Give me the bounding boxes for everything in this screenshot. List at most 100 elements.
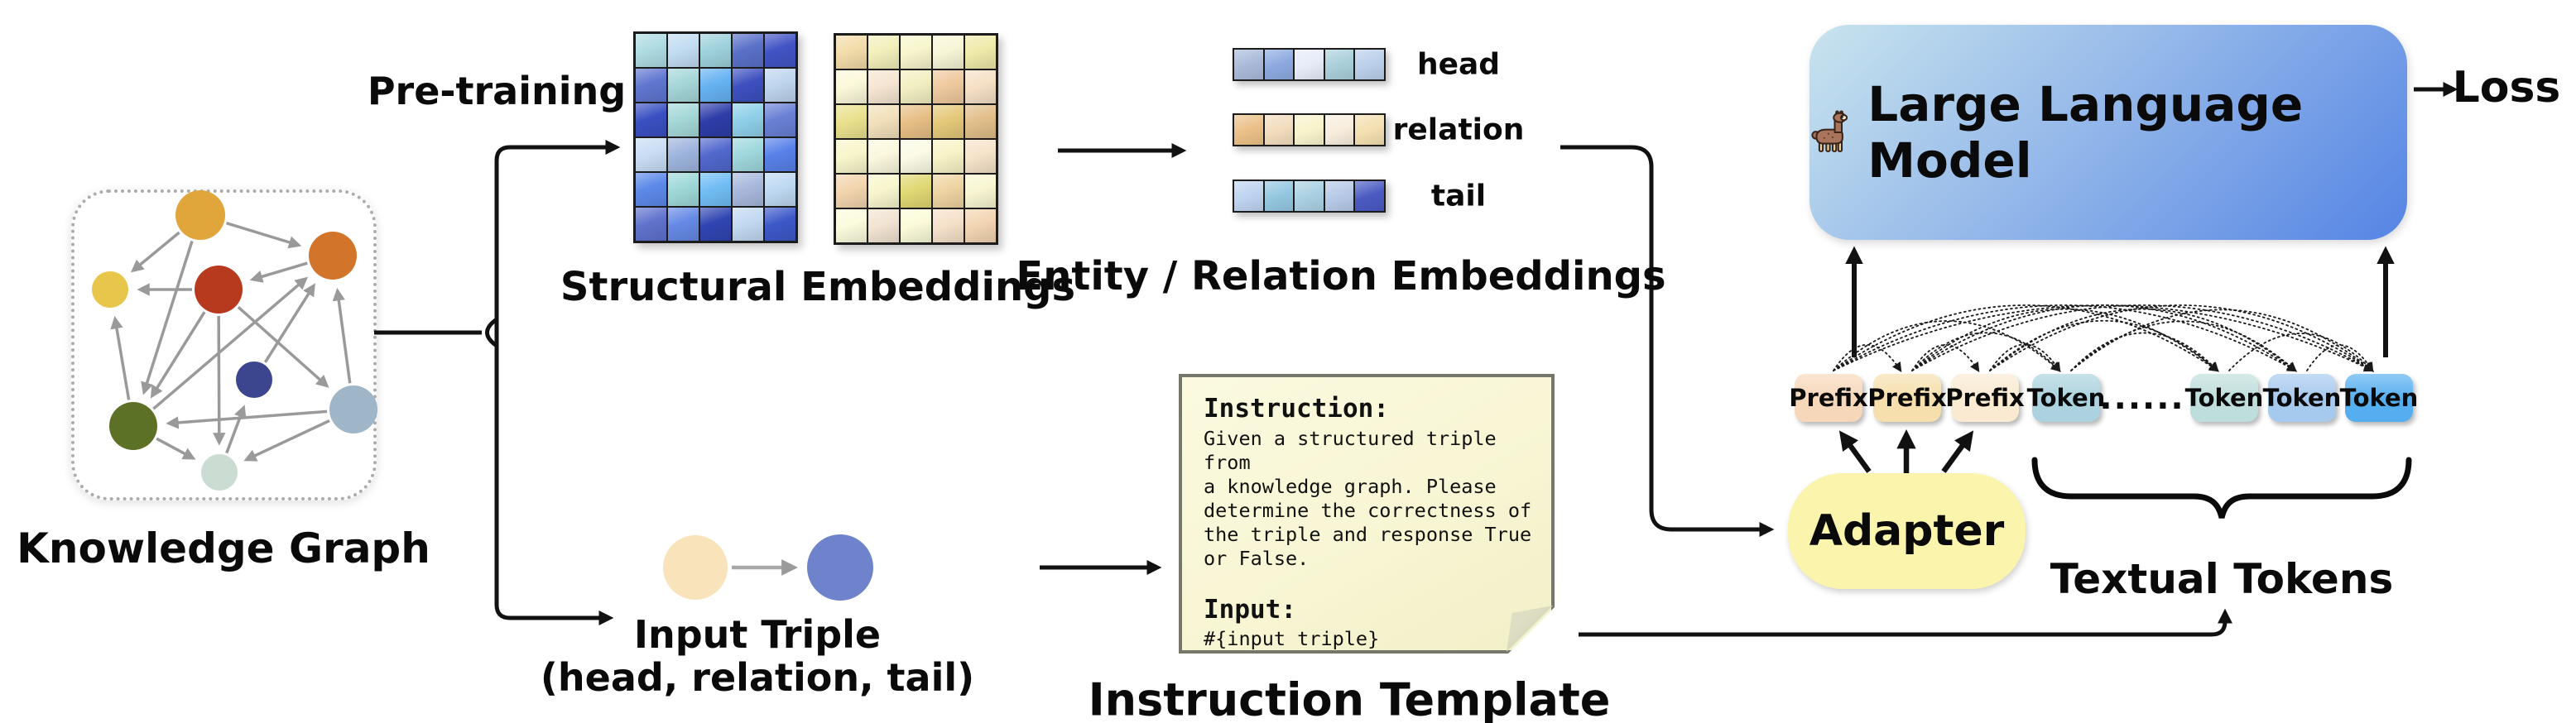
kg-edge [156,437,196,460]
matrix-cell [835,174,867,208]
kg-edge [110,315,131,400]
token-chip: Token [2185,374,2263,422]
attention-arc [1833,343,1902,372]
embedding-vector-tail [1233,180,1386,213]
matrix-cell [932,174,964,208]
matrix-cell [900,208,932,243]
kg-edge [263,283,315,363]
adapter-to-prefix-arrows [1838,429,1974,473]
vector-cell [1233,180,1265,213]
knowledge-graph-label: Knowledge Graph [17,524,430,572]
kg-edge [166,409,328,429]
attention-arc [1833,320,2061,372]
embedding-vector-head [1233,48,1386,81]
matrix-cell [932,104,964,139]
attention-arc [2070,332,2219,372]
matrix-cell [635,103,667,137]
matrix-cell [932,139,964,174]
note-section2-body: #{input triple} [1204,627,1380,651]
matrix-cell [835,139,867,174]
matrix-cell [764,33,796,68]
vector-cell [1233,113,1265,146]
matrix-cell [932,69,964,104]
triple-head-node [663,535,728,600]
matrix-cell [867,104,900,139]
kg-node-navy [236,362,272,398]
vector-cell [1262,113,1295,146]
kg-node-orange [309,232,357,280]
vector-cell [1323,48,1356,81]
note-section1-body: Given a structured triple from a knowled… [1204,426,1532,571]
kg-node-green [109,402,157,450]
matrix-cell [732,172,764,207]
attention-arc [1833,304,2219,372]
instruction-note-text: Instruction: Given a structured triple f… [1204,392,1535,652]
matrix-cell [667,103,699,137]
textual-tokens-brace [2031,457,2412,519]
attention-arc [1989,308,2297,372]
matrix-cell [764,137,796,172]
prefix-chip: Prefix [1789,374,1868,422]
arrow-note-to-tokens [1579,608,2232,637]
attention-arc [1911,344,1980,372]
attention-arc [1989,304,2374,372]
matrix-cell [764,103,796,137]
matrix-cell [667,68,699,103]
matrix-cell [964,139,997,174]
matrix-cell [867,139,900,174]
vector-cell [1353,48,1386,81]
attention-arc [1911,304,2375,372]
llm-label: Large Language Model [1867,76,2304,189]
matrix-cell [699,137,732,172]
vector-cell [1293,113,1325,146]
matrix-cell [835,208,867,243]
vector-cell [1262,48,1295,81]
attention-arc [2306,344,2374,372]
attention-arc [2070,309,2374,372]
token-chip: Token [2263,374,2341,422]
token-chip: Token [2027,374,2105,422]
attention-arc [2070,320,2297,372]
knowledge-graph-edges [110,221,352,462]
matrix-cell [867,35,900,69]
attention-arc [1989,343,2061,372]
prefix-chip: Prefix [1867,374,1947,422]
note-section1-title: Instruction: [1204,394,1389,424]
matrix-cell [699,33,732,68]
matrix-cell [900,104,932,139]
embedding-vector-relation [1233,113,1386,146]
adapter-label: Adapter [1809,506,2005,556]
matrix-cell [635,207,667,242]
kg-node-red [195,266,243,314]
token-chip: Token [2340,374,2418,422]
attention-arc [1833,304,2298,372]
attention-arc [1911,332,2061,372]
matrix-cell [667,33,699,68]
textual-tokens-label: Textual Tokens [2050,555,2394,603]
matrix-cell [699,172,732,207]
matrix-cell [835,69,867,104]
loss-label: Loss [2452,63,2561,113]
instruction-template-label: Instruction Template [1088,673,1611,723]
adapter-box: Adapter [1788,473,2026,589]
llm-box: Large Language Model [1809,25,2407,240]
entity-structural-matrix [633,31,798,243]
vector-label-relation: relation [1392,113,1525,147]
matrix-cell [732,207,764,242]
attention-arcs [1833,304,2375,372]
vector-cell [1353,180,1386,213]
kg-edge [237,305,329,388]
matrix-cell [732,33,764,68]
vector-cell [1233,48,1265,81]
matrix-cell [900,174,932,208]
matrix-cell [964,35,997,69]
llama-icon [1811,110,1848,152]
matrix-cell [635,172,667,207]
kg-edge [243,419,330,462]
kg-node-yellow [92,271,128,308]
matrix-cell [635,68,667,103]
prefix-chip: Prefix [1945,374,2025,422]
pretraining-label: Pre-training [367,69,627,113]
